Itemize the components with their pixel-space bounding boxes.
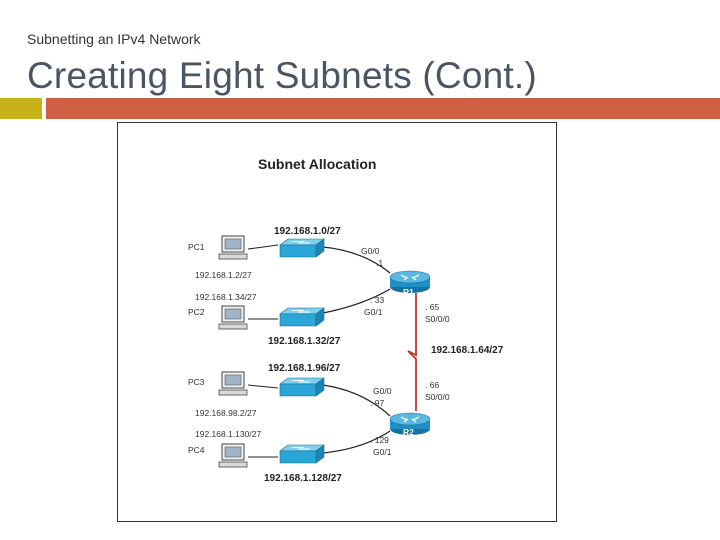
link-switch2-r1 <box>322 288 391 314</box>
network-label: 192.168.1.0/27 <box>274 226 341 237</box>
accent-bar-right <box>46 98 720 119</box>
link-switch4-r2 <box>322 430 391 454</box>
r2-g01-ip: . 129 <box>370 435 389 445</box>
network-diagram: Subnet Allocation R1 R2 PC1 192.168.1.2/… <box>117 122 557 522</box>
r1-s000-ip: . 65 <box>425 302 439 312</box>
r1-s000-label: S0/0/0 <box>425 314 450 324</box>
serial-link-r1-r2 <box>407 293 417 411</box>
r2-s000-ip: . 66 <box>425 380 439 390</box>
pc-icon <box>218 371 248 396</box>
pc3-name: PC3 <box>188 377 205 387</box>
r1-g01-label: G0/1 <box>364 307 383 317</box>
pc2-name: PC2 <box>188 307 205 317</box>
pc-icon <box>218 305 248 330</box>
switch-icon <box>279 444 325 464</box>
r2-g00-ip: . 97 <box>370 398 384 408</box>
network-label: 192.168.1.64/27 <box>431 345 504 356</box>
network-label: 192.168.1.128/27 <box>264 473 342 484</box>
pc1-name: PC1 <box>188 242 205 252</box>
pc-icon <box>218 443 248 468</box>
r1-label: R1 <box>403 287 414 297</box>
accent-bar-left <box>0 98 42 119</box>
r1-g01-ip: . 33 <box>370 295 384 305</box>
pc4-ip: 192.168.1.130/27 <box>195 429 261 439</box>
diagram-title: Subnet Allocation <box>258 156 376 172</box>
network-label: 192.168.1.96/27 <box>268 363 341 374</box>
slide-subtitle: Subnetting an IPv4 Network <box>27 31 201 47</box>
r1-g00-ip: .1 <box>376 258 383 268</box>
r1-g00-label: G0/0 <box>361 246 380 256</box>
network-diagram-svg: Subnet Allocation R1 R2 PC1 192.168.1.2/… <box>188 156 504 484</box>
r2-g00-label: G0/0 <box>373 386 392 396</box>
r2-label: R2 <box>403 427 414 437</box>
switch-icon <box>279 377 325 397</box>
pc1-ip: 192.168.1.2/27 <box>195 270 252 280</box>
pc2-ip: 192.168.1.34/27 <box>195 292 257 302</box>
pc4-name: PC4 <box>188 445 205 455</box>
pc3-ip: 192.168.98.2/27 <box>195 408 257 418</box>
link-switch1-r1 <box>322 246 391 274</box>
link-pc3-switch3 <box>247 384 279 389</box>
link-switch3-r2 <box>322 384 391 417</box>
switch-icon <box>279 307 325 327</box>
pc-icon <box>218 235 248 260</box>
network-label: 192.168.1.32/27 <box>268 336 341 347</box>
r2-g01-label: G0/1 <box>373 447 392 457</box>
r2-s000-label: S0/0/0 <box>425 392 450 402</box>
link-pc1-switch1 <box>247 244 279 250</box>
slide-title: Creating Eight Subnets (Cont.) <box>27 55 537 96</box>
switch-icon <box>279 238 325 258</box>
